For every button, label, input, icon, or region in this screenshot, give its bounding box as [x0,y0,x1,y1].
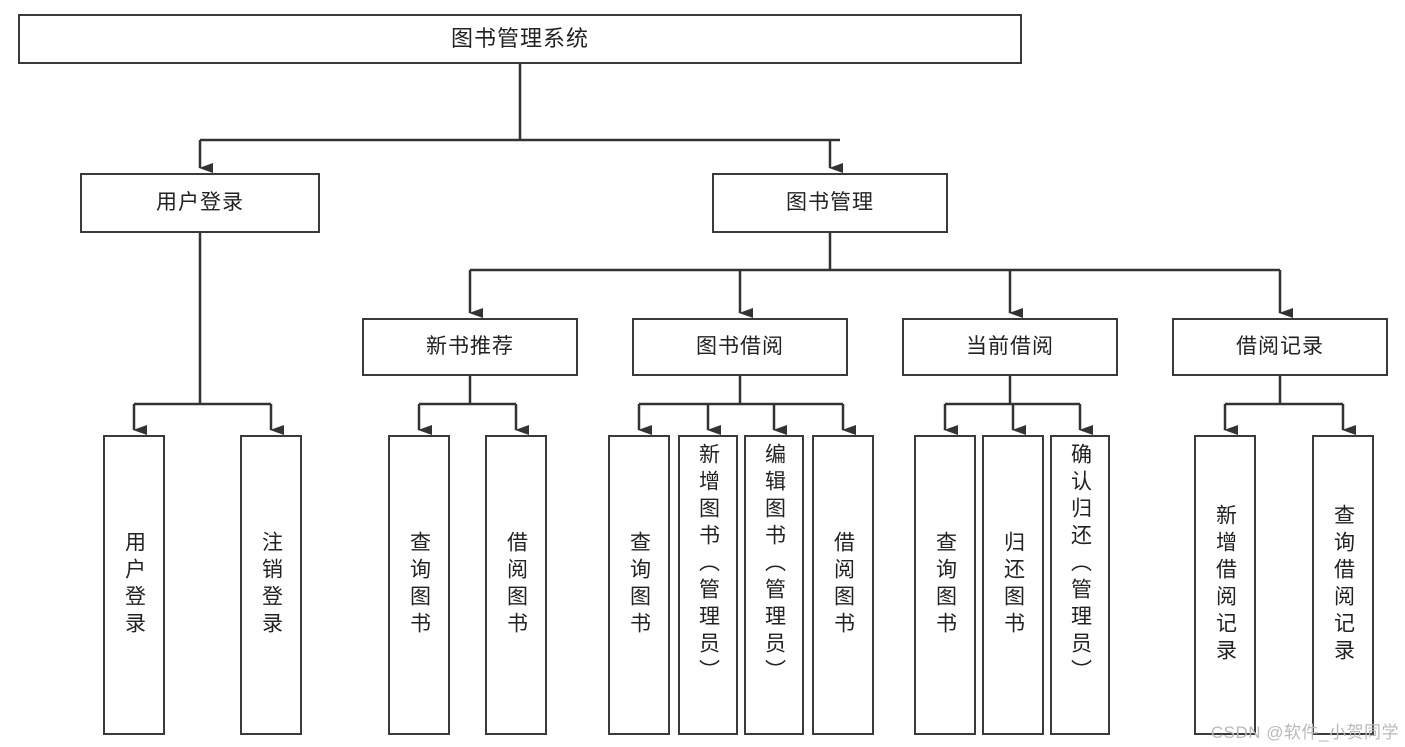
node-current-borrow[interactable]: 当前借阅 [902,318,1118,376]
leaf-query-book-3-label: 查询图书 [933,531,957,639]
leaf-query-record-label: 查询借阅记录 [1331,504,1355,666]
leaf-confirm-return-label: 确认归还（管理员） [1068,443,1092,686]
leaf-query-record[interactable]: 查询借阅记录 [1312,435,1374,735]
leaf-query-book-3[interactable]: 查询图书 [914,435,976,735]
leaf-user-login[interactable]: 用户登录 [103,435,165,735]
leaf-return-book-label: 归还图书 [1001,531,1025,639]
leaf-borrow-book-1-label: 借阅图书 [504,531,528,639]
leaf-user-login-label: 用户登录 [122,531,146,639]
node-user-login-label: 用户登录 [156,190,244,214]
leaf-return-book[interactable]: 归还图书 [982,435,1044,735]
leaf-query-book-2[interactable]: 查询图书 [608,435,670,735]
csdn-watermark: CSDN @软件_小贺同学 [1210,723,1399,742]
leaf-edit-book-label: 编辑图书（管理员） [762,443,786,686]
node-user-login[interactable]: 用户登录 [80,173,320,233]
node-book-borrow-label: 图书借阅 [696,334,784,358]
leaf-add-book-label: 新增图书（管理员） [696,443,720,686]
leaf-add-book[interactable]: 新增图书（管理员） [678,435,738,735]
node-borrow-record-label: 借阅记录 [1236,334,1324,358]
node-root-label: 图书管理系统 [450,26,589,52]
node-book-borrow[interactable]: 图书借阅 [632,318,848,376]
leaf-query-book-1-label: 查询图书 [407,531,431,639]
leaf-query-book-1[interactable]: 查询图书 [388,435,450,735]
leaf-add-record[interactable]: 新增借阅记录 [1194,435,1256,735]
node-book-manage[interactable]: 图书管理 [712,173,948,233]
node-book-manage-label: 图书管理 [786,190,874,214]
node-new-book-recommend[interactable]: 新书推荐 [362,318,578,376]
node-new-book-recommend-label: 新书推荐 [426,334,514,358]
leaf-borrow-book-2[interactable]: 借阅图书 [812,435,874,735]
leaf-logout-label: 注销登录 [259,531,283,639]
leaf-borrow-book-1[interactable]: 借阅图书 [485,435,547,735]
leaf-logout[interactable]: 注销登录 [240,435,302,735]
leaf-edit-book[interactable]: 编辑图书（管理员） [744,435,804,735]
leaf-confirm-return[interactable]: 确认归还（管理员） [1050,435,1110,735]
leaf-query-book-2-label: 查询图书 [627,531,651,639]
leaf-add-record-label: 新增借阅记录 [1213,504,1237,666]
node-borrow-record[interactable]: 借阅记录 [1172,318,1388,376]
node-root[interactable]: 图书管理系统 [18,14,1022,64]
leaf-borrow-book-2-label: 借阅图书 [831,531,855,639]
node-current-borrow-label: 当前借阅 [966,334,1054,358]
